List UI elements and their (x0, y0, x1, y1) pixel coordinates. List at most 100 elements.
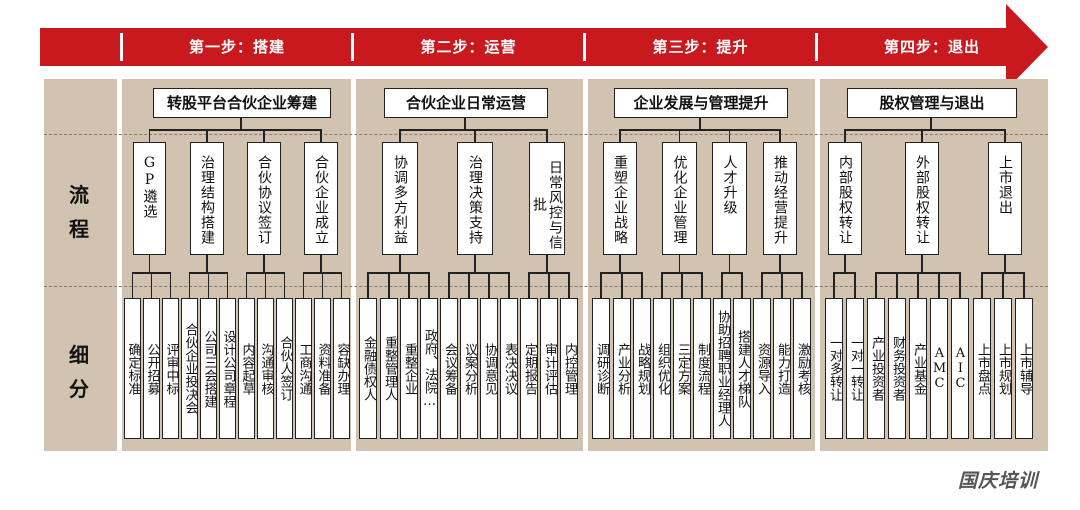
detail-label: 能力打造 (775, 342, 790, 395)
detail-label-char: 分 (69, 377, 89, 401)
connector-line (938, 272, 940, 298)
detail-box: 调研诊断 (592, 298, 610, 439)
detail-box: 评审中标 (162, 298, 179, 439)
connector-line (283, 272, 286, 298)
detail-label: 组织优化 (655, 342, 670, 395)
detail-box: 合伙人签订 (276, 298, 293, 439)
row-divider (44, 286, 1048, 287)
detail-label: 定期报告 (522, 342, 537, 395)
detail-box: 协助招聘职业经理人 (713, 298, 731, 439)
process-box: 内部股权转让 (828, 142, 862, 255)
detail-box: 金融债权人 (359, 298, 377, 439)
detail-label: 重整企业 (402, 342, 417, 395)
detail-label: 资料准备 (315, 342, 331, 395)
column-divider (583, 79, 588, 451)
connector-line (464, 118, 466, 129)
detail-box: 战略规划 (633, 298, 651, 439)
connector-line (721, 272, 723, 298)
detail-box: AMC (930, 298, 948, 439)
connector-line (245, 272, 248, 298)
step-3-label: 第三步：提升 (652, 38, 749, 56)
detail-label: 会议筹备 (442, 342, 457, 395)
connector-line (801, 272, 803, 298)
connector-line (741, 272, 743, 298)
connector-line (320, 129, 322, 142)
step-banner (40, 28, 1008, 66)
connector-line (678, 129, 681, 142)
connector-line (620, 129, 780, 131)
connector-line (206, 129, 208, 142)
connector-line (728, 129, 731, 142)
detail-label: 上市辅导 (1017, 342, 1032, 395)
connector-line (546, 255, 548, 272)
process-label: 治理决策支持 (467, 155, 483, 245)
detail-label: 合伙企业投决会 (182, 323, 198, 414)
connector-line (263, 255, 265, 272)
connector-line (568, 272, 570, 298)
detail-label: 产业投资者 (869, 336, 884, 401)
connector-line (546, 129, 548, 142)
detail-label: 上市盘点 (975, 342, 990, 395)
process-label: 上市退出 (997, 155, 1013, 215)
process-box: 重塑企业战略 (603, 142, 637, 255)
connector-line (619, 255, 621, 272)
process-box: 人才升级 (712, 142, 747, 255)
detail-box: 审计评估 (540, 298, 558, 439)
detail-box: 重整管理人 (380, 298, 398, 439)
connector-line (854, 272, 856, 298)
connector-line (131, 272, 134, 298)
connector-line (340, 272, 343, 298)
process-label: 重塑企业战略 (612, 155, 628, 245)
connector-line (921, 129, 923, 142)
connector-line (844, 129, 846, 142)
connector-line (474, 129, 476, 142)
detail-label: 设计公司章程 (220, 329, 236, 408)
detail-label: 重整管理人 (382, 336, 397, 401)
process-box: 合伙协议签订 (247, 142, 281, 255)
column-divider (815, 79, 820, 451)
detail-label: 审计评估 (542, 342, 557, 395)
detail-box: 工商沟通 (295, 298, 312, 439)
connector-line (678, 255, 681, 272)
connector-line (600, 272, 602, 298)
detail-box: 三定方案 (673, 298, 691, 439)
connector-line (508, 272, 510, 298)
detail-label: 战略规划 (635, 342, 650, 395)
detail-label: 公司三会搭建 (201, 329, 217, 408)
process-label: 优化企业管理 (671, 155, 688, 245)
detail-label: 内容起草 (239, 342, 255, 395)
detail-box: 合伙企业投决会 (181, 298, 198, 439)
detail-label: AMC (932, 346, 947, 391)
connector-line (761, 272, 763, 298)
connector-line (388, 272, 390, 298)
detail-label: 工商沟通 (296, 342, 312, 395)
connector-line (921, 255, 923, 272)
column-divider (117, 79, 122, 451)
connector-line (844, 255, 846, 272)
detail-label: 资源导入 (755, 342, 770, 395)
connector-line (1002, 272, 1004, 298)
connector-line (449, 272, 509, 274)
arrow-head-icon (1006, 4, 1048, 90)
phase-3-title: 企业发展与管理提升 (614, 88, 788, 118)
detail-box: 财务投资者 (888, 298, 906, 439)
connector-line (150, 272, 153, 298)
column-divider (351, 79, 356, 451)
connector-line (896, 272, 898, 298)
connector-line (781, 272, 783, 298)
process-box: 优化企业管理 (662, 142, 697, 255)
connector-line (548, 272, 550, 298)
process-box: 协调多方利益 (382, 142, 418, 255)
step-separator (583, 33, 586, 61)
detail-box: 资源导入 (753, 298, 771, 439)
connector-line (302, 272, 305, 298)
detail-box: 公司三会搭建 (200, 298, 217, 439)
connector-line (320, 255, 322, 272)
connector-line (264, 272, 267, 298)
connector-line (399, 129, 401, 142)
detail-label: 沟通审核 (258, 342, 274, 395)
detail-label: 政府、法院… (422, 328, 437, 409)
detail-label: 一对多转让 (827, 336, 842, 401)
connector-line (169, 272, 172, 298)
detail-box: 产业基金 (909, 298, 927, 439)
